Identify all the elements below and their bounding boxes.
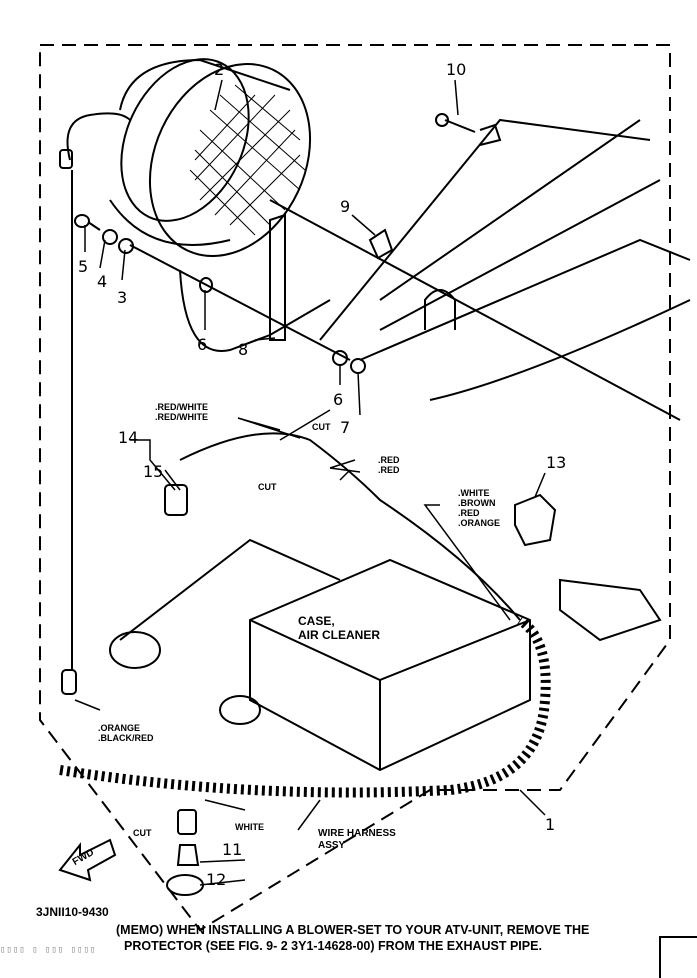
blower-fan [109,58,312,258]
callout-3: 3 [117,288,128,307]
dashed-boundary [39,44,671,932]
callout-5: 5 [78,257,89,276]
callout-14: 14 [118,428,139,447]
wire-label-orange: .ORANGE .BLACK/RED [98,723,154,743]
callout-1: 1 [545,815,556,834]
air-cleaner-case [249,558,531,772]
callout-6b: 6 [333,390,344,409]
scan-noise: ▯▯▯▯ ▯ ▯▯▯ ▯▯▯▯ [0,945,97,955]
wire-label-white: WHITE [235,822,264,832]
wire-harness [59,615,551,798]
page-corner-mark [659,936,697,978]
callout-12: 12 [206,870,227,889]
callout-6a: 6 [197,335,208,354]
memo-line-1: (MEMO) WHEN INSTALLING A BLOWER-SET TO Y… [116,923,590,937]
callout-7: 7 [340,418,351,437]
callout-8: 8 [238,340,249,359]
callout-13: 13 [546,453,567,472]
wire-label-red-white: .RED/WHITE .RED/WHITE [155,402,208,422]
figure-code: 3JNII10-9430 [36,905,109,919]
callout-2: 2 [214,60,225,79]
fwd-arrow [58,838,117,882]
cut-label-3: CUT [133,828,152,838]
wire-label-red: .RED .RED [378,455,400,475]
callout-9: 9 [340,197,351,216]
air-cleaner-case-label: CASE, AIR CLEANER [298,614,381,642]
memo-line-2: PROTECTOR (SEE FIG. 9- 2 3Y1-14628-00) F… [124,939,542,953]
callout-4: 4 [97,272,108,291]
memo-note: (MEMO) WHEN INSTALLING A BLOWER-SET TO Y… [116,922,589,954]
callout-15: 15 [143,462,164,481]
callout-10: 10 [446,60,467,79]
wire-label-relay: .WHITE .BROWN .RED .ORANGE [458,488,501,528]
cut-label-1: CUT [312,422,331,432]
cut-label-2: CUT [258,482,277,492]
wire-harness-label: WIRE HARNESS ASSY [318,828,396,851]
callout-11: 11 [222,840,243,859]
